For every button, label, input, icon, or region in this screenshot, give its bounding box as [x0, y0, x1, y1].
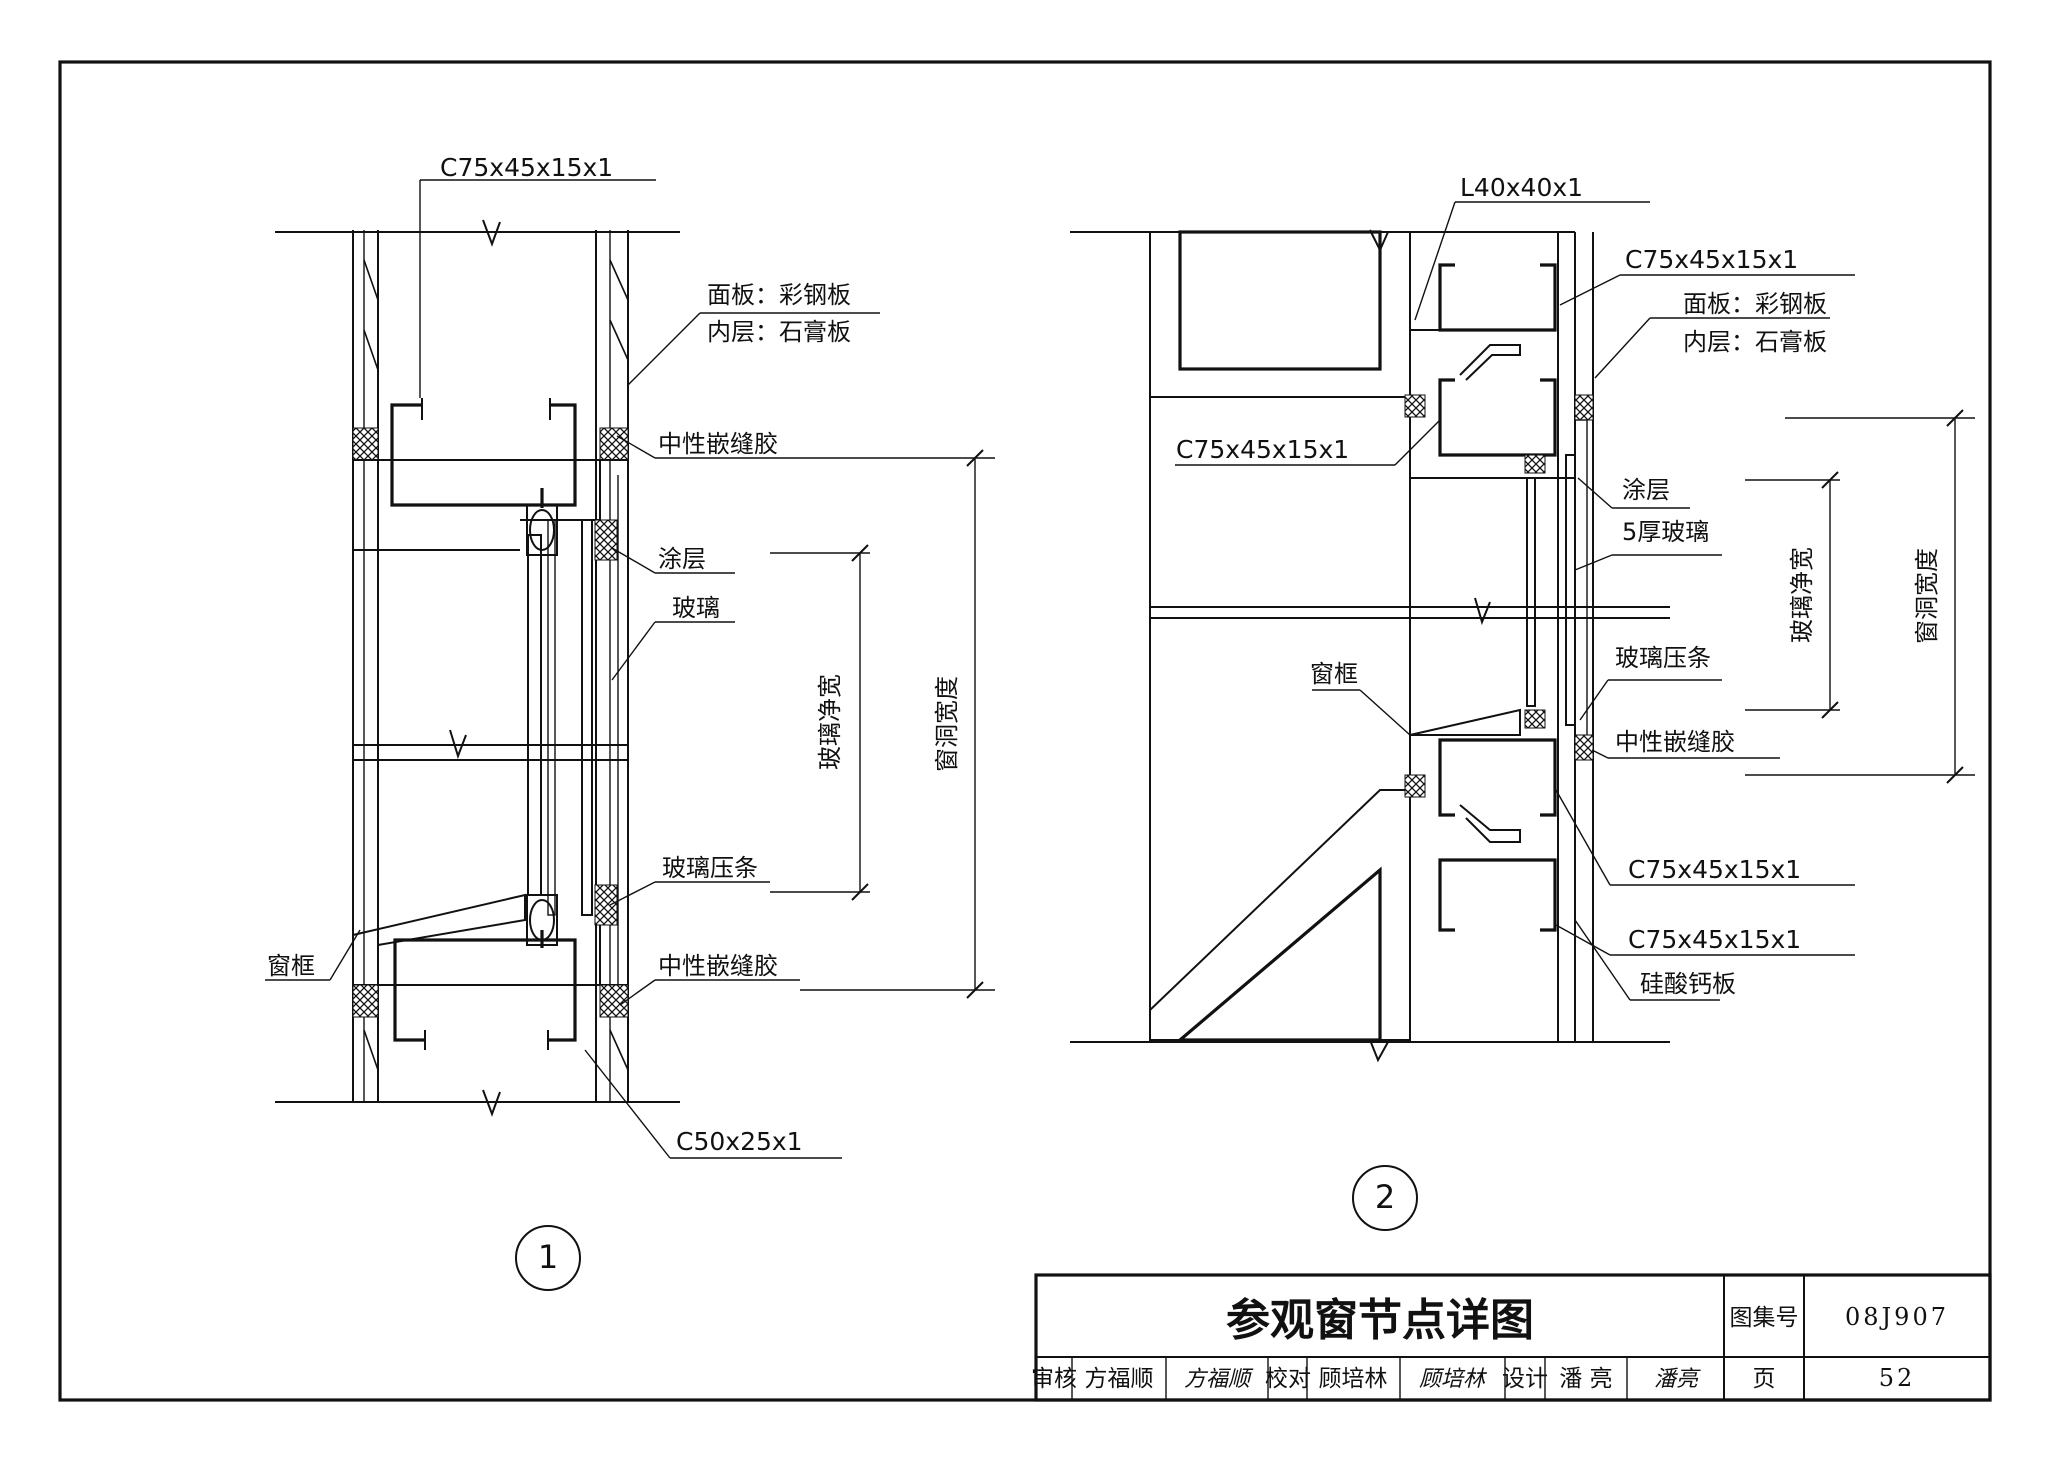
title-block-checker: 顾培林 [1319, 1366, 1388, 1392]
d1-coating-label: 涂层 [658, 545, 706, 573]
title-block-designer: 潘 亮 [1559, 1366, 1612, 1392]
d1-opening-width-dim: 窗洞宽度 [933, 676, 961, 772]
detail-2-stud-top-1 [1438, 263, 1557, 332]
d1-sealant-top-label: 中性嵌缝胶 [658, 430, 778, 458]
title-block-page-no: 52 [1879, 1364, 1916, 1392]
d2-glass-clear-width-dim: 玻璃净宽 [1788, 547, 1816, 643]
d1-panel-inner-label: 内层：石膏板 [707, 318, 851, 346]
detail-1-sealant-top-right [599, 427, 629, 461]
detail-1-bead-top [594, 519, 618, 561]
title-block-atlas-label: 图集号 [1730, 1305, 1799, 1331]
d2-board-label: 硅酸钙板 [1640, 970, 1736, 998]
d2-panel-inner-label: 内层：石膏板 [1683, 328, 1827, 356]
title-block-check-label: 校对 [1265, 1366, 1311, 1392]
detail-2-sill [1409, 708, 1521, 736]
detail-2-bottom-beam-concrete [1149, 789, 1411, 1041]
title-block-design-label: 设计 [1502, 1366, 1548, 1392]
detail-2-stud-top-2 [1438, 378, 1557, 457]
detail-2 [1070, 201, 1975, 1231]
detail-1-number-circle [515, 1225, 581, 1291]
d1-glass-clear-width-dim: 玻璃净宽 [816, 674, 844, 770]
detail-2-dimensions [1745, 409, 1975, 784]
title-block-title: 参观窗节点详图 [1226, 1295, 1534, 1346]
detail-2-sealant-left-top [1404, 394, 1426, 418]
d2-stud-left-label: C75x45x15x1 [1176, 435, 1349, 464]
d1-window-frame-label: 窗框 [267, 952, 315, 980]
title-block-reviewer: 方福顺 [1085, 1366, 1154, 1392]
d1-sealant-bottom-label: 中性嵌缝胶 [658, 952, 778, 980]
title-block-page-label: 页 [1753, 1366, 1776, 1392]
detail-1-sealant-bottom-left [352, 984, 379, 1018]
d2-stud-bottom-2-label: C75x45x15x1 [1628, 925, 1801, 954]
detail-1-sill [352, 893, 526, 946]
d1-bottom-stud-label: C50x25x1 [676, 1127, 803, 1156]
detail-1-dimensions [770, 449, 995, 999]
d2-angle-label: L40x40x1 [1460, 173, 1583, 202]
detail-2-stud-bottom-2 [1438, 858, 1557, 932]
d2-glass-label: 5厚玻璃 [1622, 518, 1709, 546]
detail-2-sealant-left-bottom [1404, 774, 1426, 798]
d2-window-frame-label: 窗框 [1310, 660, 1358, 688]
d1-top-stud-label: C75x45x15x1 [440, 153, 613, 182]
detail-2-leaders [1175, 201, 1855, 1001]
d2-glazing-bead-label: 玻璃压条 [1615, 644, 1711, 672]
title-block-review-label: 审核 [1031, 1366, 1077, 1392]
detail-2-top-beam-hatch [1178, 230, 1382, 371]
d2-stud-bottom-1-label: C75x45x15x1 [1628, 855, 1801, 884]
d1-panel-face-label: 面板：彩钢板 [707, 281, 851, 309]
detail-2-top-beam-concrete [1149, 231, 1411, 398]
detail-1-leaders [265, 312, 880, 1159]
sheet-border [58, 60, 1992, 1402]
detail-1-top-stud [390, 403, 577, 507]
d2-coating-label: 涂层 [1622, 476, 1670, 504]
title-block-atlas-no: 08J907 [1845, 1303, 1949, 1331]
title-block-reviewer-signature: 方福顺 [1184, 1367, 1254, 1392]
d1-glazing-bead-label: 玻璃压条 [662, 854, 758, 882]
title-block-designer-signature: 潘亮 [1654, 1367, 1701, 1392]
detail-1-bead-bottom [594, 884, 618, 926]
d1-number: 1 [538, 1238, 558, 1276]
detail-1-bottom-stud [393, 938, 577, 1042]
detail-1-glass [527, 534, 542, 896]
detail-2-stud-bottom-1 [1438, 738, 1557, 817]
d2-stud-top-right-label: C75x45x15x1 [1625, 245, 1798, 274]
detail-2-bottom-beam-hatch [1175, 866, 1382, 1042]
d2-opening-width-dim: 窗洞宽度 [1913, 548, 1941, 644]
detail-2-sealant-right-top [1574, 394, 1594, 421]
detail-1-sealant-top-left [352, 427, 379, 461]
detail-1 [265, 179, 995, 1291]
d2-number: 2 [1375, 1178, 1395, 1216]
detail-1-sealant-bottom-right [599, 984, 629, 1018]
detail-2-number-circle [1352, 1165, 1418, 1231]
title-block [1034, 1273, 1992, 1402]
detail-2-glass [1526, 477, 1536, 707]
d2-panel-face-label: 面板：彩钢板 [1683, 290, 1827, 318]
title-block-checker-signature: 顾培林 [1419, 1367, 1488, 1392]
detail-2-sealant-bottom [1574, 734, 1594, 761]
d1-glass-label: 玻璃 [672, 594, 720, 622]
d2-sealant-label: 中性嵌缝胶 [1615, 728, 1735, 756]
detail-1-wall-layers [275, 219, 680, 1117]
